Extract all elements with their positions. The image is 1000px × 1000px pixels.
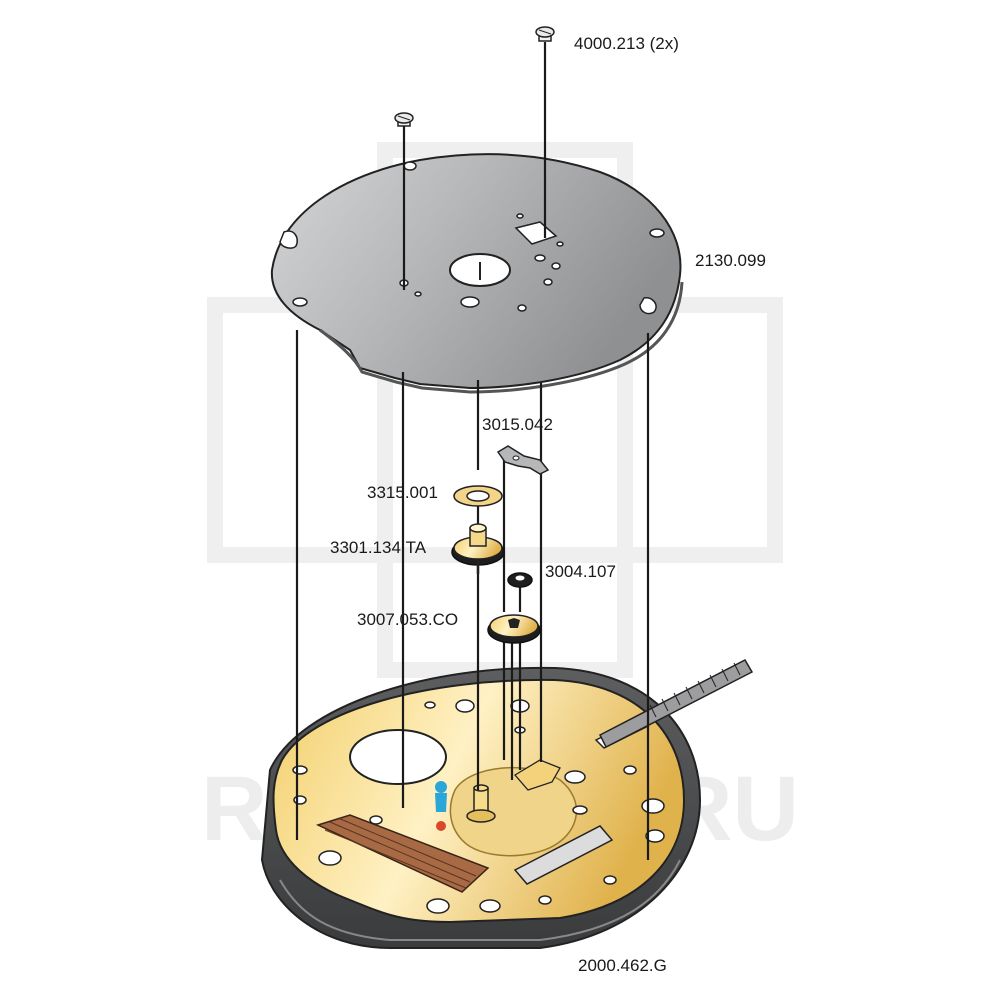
- yoke-spring: [496, 445, 550, 475]
- label-screws: 4000.213 (2x): [574, 34, 679, 53]
- screw-right: [535, 26, 555, 42]
- label-setting-wheel: 3004.107: [545, 562, 616, 581]
- bridge-plate: [270, 153, 684, 394]
- minute-wheel: [487, 614, 541, 644]
- cannon-pinion: [451, 523, 505, 574]
- label-minute-wheel: 3007.053.CO: [357, 610, 459, 629]
- label-bridge-plate: 2130.099: [695, 251, 766, 270]
- main-plate: [260, 666, 702, 949]
- label-main-plate: 2000.462.G: [578, 956, 667, 975]
- plate-pinion: [466, 784, 496, 823]
- winding-stem: [598, 659, 754, 749]
- label-cannon-pinion: 3301.134.TA: [330, 538, 427, 557]
- setting-wheel: [507, 572, 533, 588]
- screw-left: [394, 112, 414, 127]
- label-washer: 3315.001: [367, 483, 438, 502]
- label-yoke-spring: 3015.042: [482, 415, 553, 434]
- indicator-marker: [435, 781, 447, 831]
- washer: [453, 485, 503, 507]
